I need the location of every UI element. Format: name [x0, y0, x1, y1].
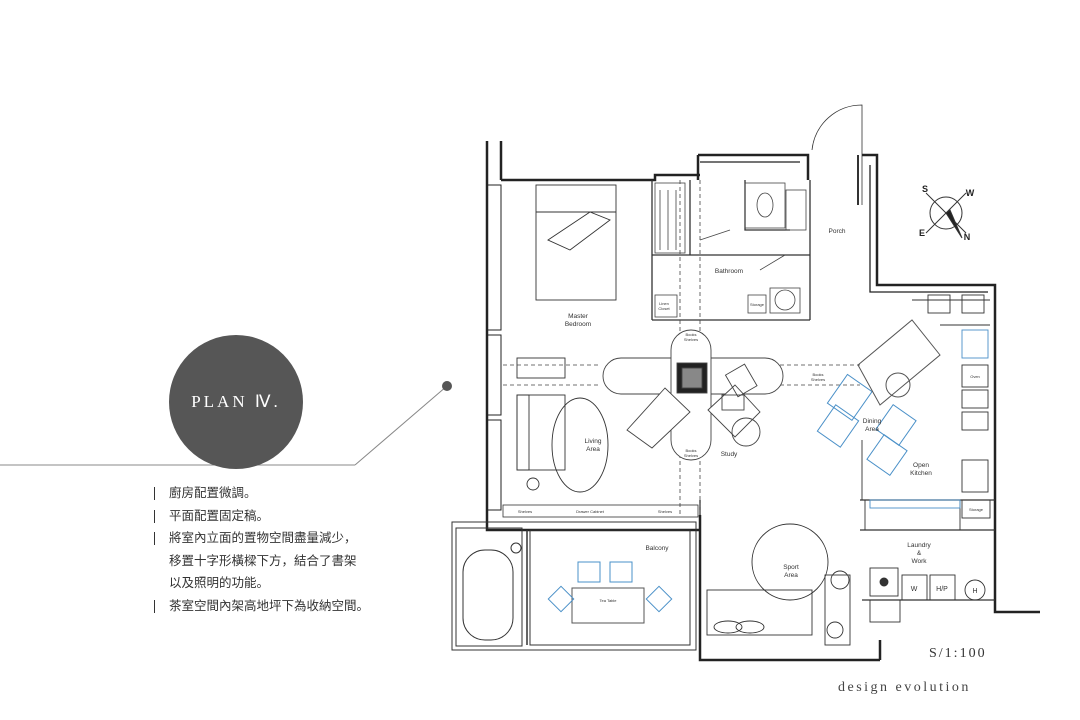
balcony-area: [451, 521, 697, 651]
note-bullet-bar: [154, 599, 155, 613]
master-bed: [535, 184, 617, 301]
room-label-laundry-1: Laundry: [907, 542, 931, 549]
note-text: 將室內立面的置物空間盡量減少，: [169, 530, 357, 545]
note-bullet-bar: [154, 532, 155, 545]
compass-label-n: N: [964, 232, 971, 242]
left-windows: [486, 184, 502, 511]
room-label-laundry-2: &: [917, 550, 922, 557]
compass-icon: [925, 192, 967, 239]
note-item: 廚房配置微調。: [152, 482, 412, 505]
design-notes: 廚房配置微調。 平面配置固定稿。 將室內立面的置物空間盡量減少， 移置十字形橫樑…: [152, 482, 412, 617]
label-linen-2: Closet: [658, 306, 670, 311]
room-label-master-bedroom-2: Bedroom: [565, 321, 591, 328]
note-item: 平面配置固定稿。: [152, 505, 412, 528]
room-label-dining-1: Dining: [863, 418, 882, 425]
note-text: 以及照明的功能。: [169, 575, 270, 590]
label-tea-table: Tea Table: [599, 598, 617, 603]
living-furniture: [516, 357, 609, 493]
label-linen-1: Linen: [659, 301, 669, 306]
note-bullet-bar: [154, 509, 155, 523]
note-text: 移置十字形橫樑下方，結合了書架: [169, 552, 357, 568]
plan-badge: PLAN Ⅳ.: [169, 335, 303, 469]
room-label-sport-1: Sport: [783, 564, 799, 571]
shelves-strip: [502, 504, 699, 518]
label-storage-kitchen: Storage: [969, 507, 984, 512]
room-label-dining-2: Area: [865, 426, 879, 433]
note-item-continued: 移置十字形橫樑下方，結合了書架: [152, 550, 412, 573]
note-item: 將室內立面的置物空間盡量減少，: [152, 527, 412, 550]
label-oven: Oven: [970, 374, 980, 379]
laundry-fixtures: [869, 567, 986, 623]
bathroom-fixtures: [654, 182, 807, 318]
room-label-laundry-3: Work: [911, 558, 927, 565]
label-heater: H: [972, 588, 977, 595]
room-label-kitchen-2: Kitchen: [910, 470, 932, 477]
label-shelves-left: Shelves: [518, 509, 532, 514]
dining-furniture: [816, 319, 941, 477]
kitchen-counters: [861, 294, 991, 531]
room-label-living-1: Living: [585, 438, 602, 445]
room-label-living-2: Area: [586, 446, 600, 453]
label-washer: W: [911, 586, 918, 593]
label-books-right-1: Books: [812, 372, 823, 377]
note-bullet-bar: [154, 487, 155, 500]
compass-label-w: W: [966, 188, 975, 198]
label-books-bottom-2: Shelves: [684, 453, 698, 458]
cross-beam-lines: [503, 180, 860, 515]
note-item: 茶室空間內架高地坪下為收納空間。: [152, 595, 412, 618]
room-label-bathroom: Bathroom: [715, 268, 743, 275]
sport-area-furniture: [706, 523, 851, 646]
room-label-porch: Porch: [829, 228, 846, 235]
compass-label-s: S: [922, 184, 928, 194]
label-storage-bath: Storage: [750, 302, 765, 307]
room-label-balcony: Balcony: [645, 545, 669, 552]
scale-label: S/1:100: [929, 646, 987, 661]
label-books-right-2: Shelves: [811, 377, 825, 382]
badge-connector-line: [0, 381, 452, 466]
label-shelves-right: Shelves: [658, 509, 672, 514]
note-text: 茶室空間內架高地坪下為收納空間。: [169, 597, 370, 613]
label-books-bottom-1: Books: [685, 448, 696, 453]
label-drawer-cabinet: Drawer Cabinet: [576, 509, 605, 514]
label-hp: H/P: [936, 586, 948, 593]
tea-table-set: [547, 561, 673, 624]
compass-label-e: E: [919, 228, 925, 238]
room-label-master-bedroom-1: Master: [568, 313, 589, 320]
note-text: 平面配置固定稿。: [169, 507, 270, 523]
note-item-continued: 以及照明的功能。: [152, 572, 412, 595]
plan-title: PLAN Ⅳ.: [191, 392, 281, 411]
room-label-study: Study: [721, 451, 738, 458]
entry-door-swing: [811, 104, 863, 205]
room-label-kitchen-1: Open: [913, 462, 929, 469]
note-text: 廚房配置微調。: [169, 485, 257, 500]
room-label-sport-2: Area: [784, 572, 798, 579]
cross-shelving: [602, 329, 784, 461]
label-books-top-2: Shelves: [684, 337, 698, 342]
footer-label: design evolution: [838, 680, 971, 695]
label-books-top-1: Books: [685, 332, 696, 337]
